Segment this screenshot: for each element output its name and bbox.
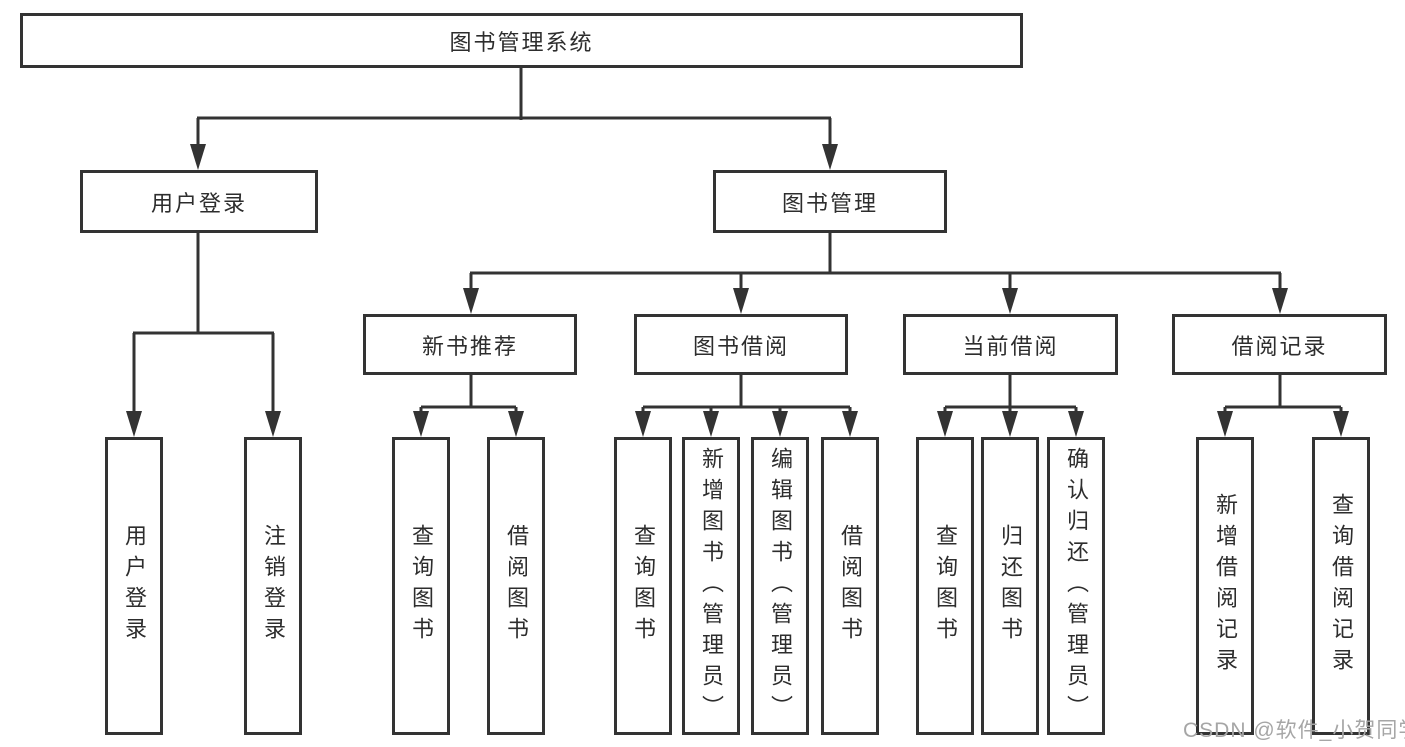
leaf-user-login: 用户登录 <box>105 437 163 735</box>
node-library-management-system: 图书管理系统 <box>20 13 1023 68</box>
node-current-borrowing: 当前借阅 <box>903 314 1118 375</box>
leaf-query-books: 查询图书 <box>392 437 450 735</box>
leaf-query-books-3: 查询图书 <box>916 437 974 735</box>
node-user-login: 用户登录 <box>80 170 318 233</box>
node-book-management: 图书管理 <box>713 170 947 233</box>
node-book-borrowing: 图书借阅 <box>634 314 848 375</box>
leaf-return-books: 归还图书 <box>981 437 1039 735</box>
leaf-query-borrow-record: 查询借阅记录 <box>1312 437 1370 735</box>
leaf-add-borrow-record: 新增借阅记录 <box>1196 437 1254 735</box>
leaf-borrow-books-2: 借阅图书 <box>821 437 879 735</box>
node-borrowing-records: 借阅记录 <box>1172 314 1387 375</box>
node-new-book-recommendation: 新书推荐 <box>363 314 577 375</box>
watermark: CSDN @软件_小贺同学 <box>1183 719 1405 742</box>
leaf-add-book-admin: 新增图书（管理员） <box>682 437 740 735</box>
leaf-edit-book-admin: 编辑图书（管理员） <box>751 437 809 735</box>
leaf-confirm-return-admin: 确认归还（管理员） <box>1047 437 1105 735</box>
leaf-query-books-2: 查询图书 <box>614 437 672 735</box>
leaf-logout: 注销登录 <box>244 437 302 735</box>
leaf-borrow-books: 借阅图书 <box>487 437 545 735</box>
